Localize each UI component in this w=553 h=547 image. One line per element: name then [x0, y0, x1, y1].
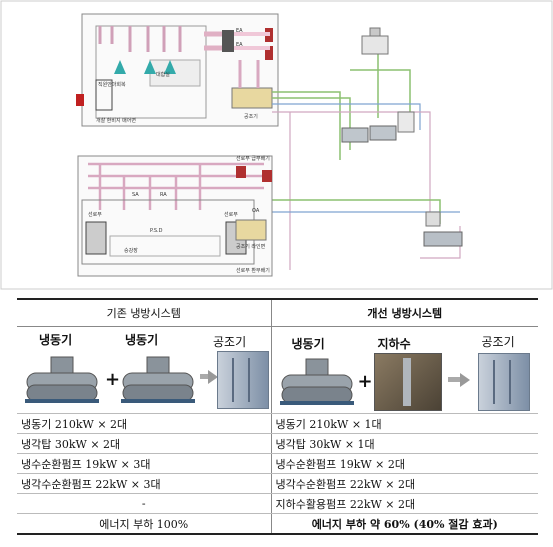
- improved-cell: 냉동기 210kW × 1대: [270, 413, 538, 434]
- upper-floor-plan: 직원안마회복 대합실 개찰 환비지 매어면 공조기 EA EA: [76, 13, 279, 127]
- lower-ahu-label: 공조기 라인면: [236, 243, 266, 250]
- existing-cell: 냉동기 210kW × 2대: [17, 413, 271, 434]
- energy-existing: 에너지 부하 100%: [99, 517, 189, 531]
- label-ahu-improved: 공조기: [481, 335, 515, 349]
- lower-label-right: 선로부: [224, 211, 238, 218]
- lower-caption-top: 선로부 급부배기: [236, 155, 270, 162]
- table-row: 냉각수순환펌프 22kW × 3대 냉각수순환펌프 22kW × 2대: [17, 473, 538, 494]
- header-improved: 개선 냉방시스템: [270, 299, 538, 327]
- lower-caption-bottom: 선로부 환부배기: [236, 267, 270, 274]
- comparison-table: 기존 냉방시스템 개선 냉방시스템 냉동기 냉동기 공조기 +: [17, 298, 538, 535]
- duct-label-ra: RA: [160, 192, 167, 198]
- top-caption: 개찰 환비지 매어면: [96, 117, 136, 124]
- improved-cell: 지하수활용펌프 22kW × 2대: [270, 493, 538, 514]
- plant-equipment: [341, 27, 463, 247]
- arrow-icon-improved: [459, 373, 470, 387]
- energy-improved: 에너지 부하 약 60% (40% 절감 효과): [270, 513, 538, 534]
- table-row: - 지하수활용펌프 22kW × 2대: [17, 493, 538, 514]
- plus-sign-1: +: [105, 369, 121, 390]
- arrow-shaft-existing: [200, 374, 210, 379]
- hvac-system-diagram: 직원안마회복 대합실 개찰 환비지 매어면 공조기 EA EA: [0, 0, 553, 290]
- label-chiller-2: 냉동기: [125, 333, 159, 347]
- label-groundwater: 지하수: [377, 337, 411, 351]
- lower-label-platform: 승강장: [124, 247, 138, 254]
- energy-row: 에너지 부하 100% 에너지 부하 약 60% (40% 절감 효과): [17, 513, 538, 534]
- room-label-staff: 직원안마회복: [98, 81, 126, 88]
- chiller-image-improved: [279, 358, 354, 405]
- equipment-row: 냉동기 냉동기 공조기 +: [17, 326, 538, 414]
- lower-label-left: 선로부: [88, 211, 102, 218]
- groundwater-image: [373, 353, 442, 411]
- duct-label-ea-2: EA: [236, 42, 243, 48]
- duct-label-sa: SA: [132, 192, 139, 198]
- chiller-image-2: [121, 356, 195, 403]
- existing-equipment-cell: 냉동기 냉동기 공조기 +: [17, 326, 271, 414]
- label-ahu-existing: 공조기: [213, 335, 247, 349]
- chiller-image-1: [25, 356, 99, 403]
- duct-label-ea-1: EA: [236, 28, 243, 34]
- label-chiller-improved: 냉동기: [291, 337, 325, 351]
- existing-cell: 냉각탑 30kW × 2대: [17, 433, 271, 454]
- existing-cell: -: [17, 493, 271, 514]
- existing-cell: 냉각수순환펌프 22kW × 3대: [17, 473, 271, 494]
- table-row: 냉각탑 30kW × 2대 냉각탑 30kW × 1대: [17, 433, 538, 454]
- header-existing: 기존 냉방시스템: [17, 299, 271, 327]
- room-label-waiting: 대합실: [156, 71, 170, 78]
- ahu-label-top: 공조기: [244, 113, 258, 120]
- duct-label-oa: OA: [252, 208, 260, 214]
- arrow-shaft-improved: [447, 377, 462, 382]
- ahu-image-improved: [477, 353, 530, 411]
- lower-label-psd: P.S.D: [150, 228, 163, 234]
- label-chiller-1: 냉동기: [39, 333, 73, 347]
- table-header-row: 기존 냉방시스템 개선 냉방시스템: [17, 299, 538, 327]
- table-row: 냉수순환펌프 19kW × 3대 냉수순환펌프 19kW × 2대: [17, 453, 538, 474]
- ahu-image-existing: [217, 351, 269, 409]
- improved-cell: 냉각수순환펌프 22kW × 2대: [270, 473, 538, 494]
- arrow-icon-existing: [208, 370, 218, 384]
- plus-sign-improved: +: [357, 371, 373, 392]
- existing-cell: 냉수순환펌프 19kW × 3대: [17, 453, 271, 474]
- improved-cell: 냉각탑 30kW × 1대: [270, 433, 538, 454]
- improved-equipment-cell: 냉동기 지하수 공조기 +: [270, 326, 538, 414]
- table-row: 냉동기 210kW × 2대 냉동기 210kW × 1대: [17, 413, 538, 434]
- improved-cell: 냉수순환펌프 19kW × 2대: [270, 453, 538, 474]
- lower-floor-plan: 선로부 급부배기 선로부 선로부 P.S.D 승강장 공조기 라인면 선로부 환…: [77, 155, 273, 277]
